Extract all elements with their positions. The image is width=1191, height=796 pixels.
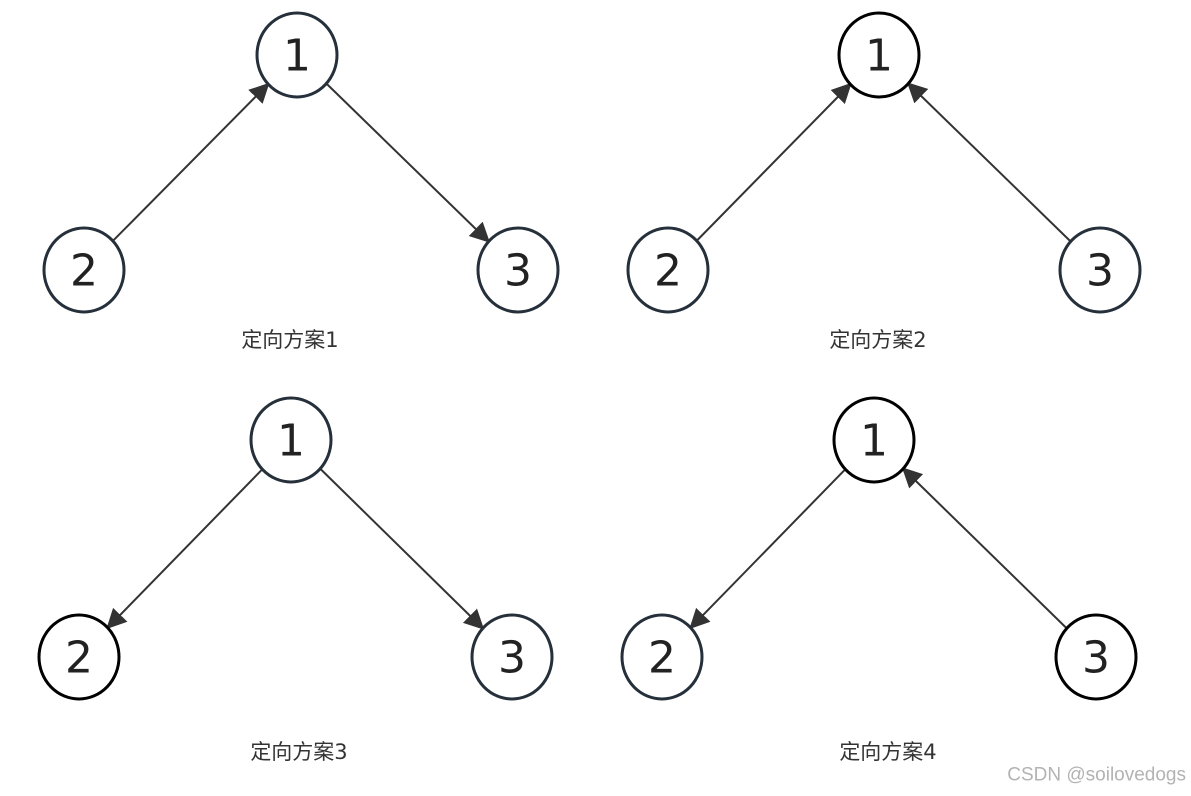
caption-scheme-3: 定向方案3 [250, 740, 347, 764]
edge-3-1-to-2 [106, 467, 264, 630]
node-label: 3 [504, 246, 532, 297]
edge-4-3-to-1 [901, 467, 1069, 630]
watermark: CSDN @soilovedogs [1007, 765, 1186, 786]
node-3-1: 1 [249, 396, 333, 484]
node-circle [470, 613, 554, 701]
caption-scheme-2: 定向方案2 [829, 328, 926, 352]
node-circle [837, 11, 921, 99]
node-label: 2 [65, 633, 93, 684]
edges-layer [106, 82, 1072, 630]
edge-1-1-to-3 [325, 82, 491, 243]
node-3-2: 2 [37, 613, 121, 701]
caption-scheme-1: 定向方案1 [241, 328, 338, 352]
node-label: 2 [648, 633, 676, 684]
node-circle [37, 613, 121, 701]
node-1-1: 1 [255, 11, 339, 99]
edge-4-1-to-2 [689, 467, 847, 630]
edge-2-2-to-1 [695, 82, 852, 243]
node-circle [249, 396, 333, 484]
node-label: 1 [283, 31, 311, 82]
node-label: 2 [654, 246, 682, 297]
node-1-3: 3 [476, 226, 560, 314]
node-label: 1 [277, 416, 305, 467]
node-1-2: 2 [42, 226, 126, 314]
node-circle [476, 226, 560, 314]
node-label: 3 [498, 633, 526, 684]
edge-3-1-to-3 [318, 467, 485, 630]
node-label: 1 [865, 31, 893, 82]
node-3-3: 3 [470, 613, 554, 701]
node-circle [1054, 613, 1138, 701]
node-2-2: 2 [626, 226, 710, 314]
node-label: 2 [70, 246, 98, 297]
node-2-1: 1 [837, 11, 921, 99]
node-circle [620, 613, 704, 701]
edge-2-3-to-1 [906, 82, 1072, 243]
node-label: 3 [1082, 633, 1110, 684]
nodes-layer: 1 2 3 1 2 3 1 2 3 1 2 3 [37, 11, 1142, 701]
node-4-1: 1 [832, 396, 916, 484]
node-circle [832, 396, 916, 484]
node-2-3: 3 [1058, 226, 1142, 314]
node-4-3: 3 [1054, 613, 1138, 701]
caption-scheme-4: 定向方案4 [839, 740, 936, 764]
edge-1-2-to-1 [111, 82, 270, 243]
node-circle [42, 226, 126, 314]
node-label: 1 [860, 416, 888, 467]
node-circle [1058, 226, 1142, 314]
node-4-2: 2 [620, 613, 704, 701]
node-circle [626, 226, 710, 314]
node-circle [255, 11, 339, 99]
node-label: 3 [1086, 246, 1114, 297]
